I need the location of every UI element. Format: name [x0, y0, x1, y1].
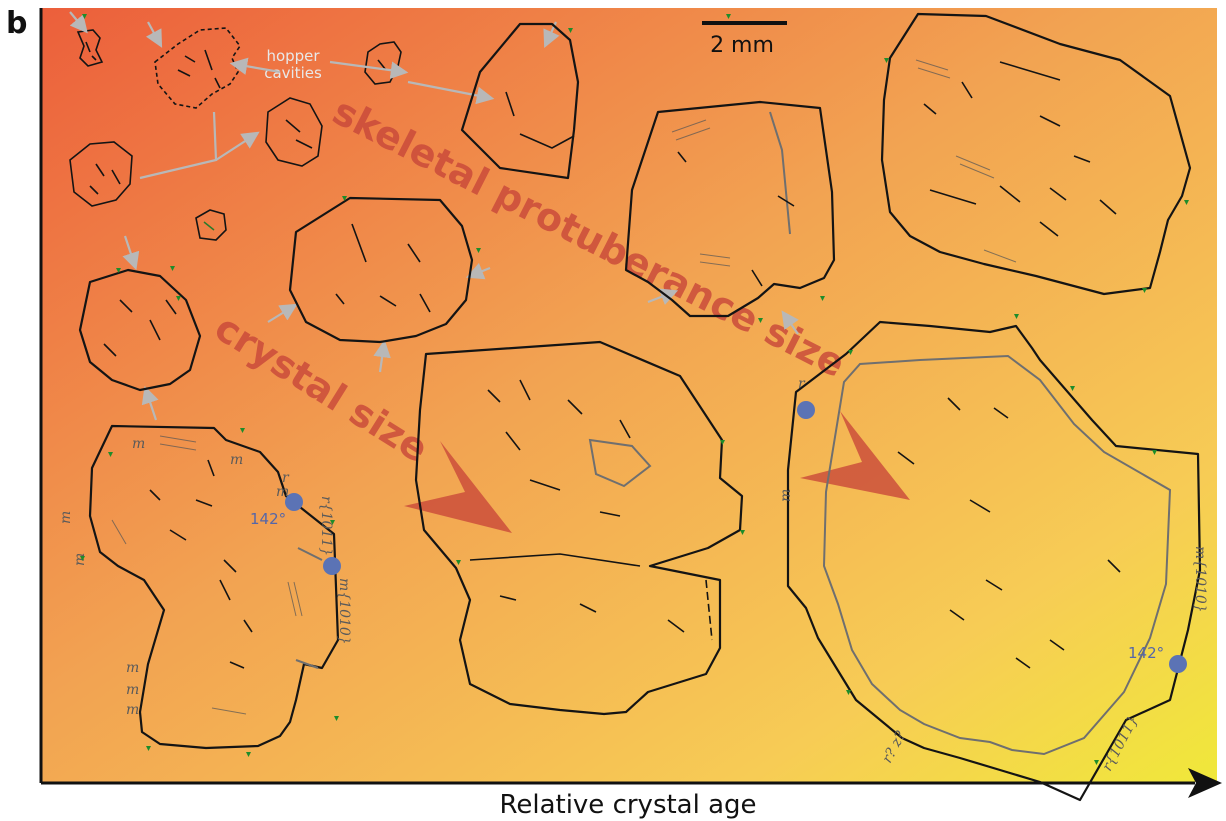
face-label-m-3: m: [276, 484, 289, 500]
angle-label-left: 142°: [250, 510, 286, 528]
panel-letter: b: [6, 6, 27, 41]
plot-background: [41, 8, 1217, 782]
face-label-r-1011-left: r{1011}: [318, 496, 334, 556]
hopper-cavities-label-line1: hopper: [266, 47, 320, 65]
scale-bar-label: 2 mm: [710, 33, 774, 58]
face-label-m-7: m: [126, 682, 139, 698]
face-label-m-5: m: [72, 553, 88, 566]
angle-label-right: 142°: [1128, 644, 1164, 662]
face-label-m-1010-right: m{1010}: [1192, 546, 1208, 613]
face-label-m-9: m: [778, 489, 794, 502]
face-label-m-1010-left: m{1010}: [336, 578, 352, 645]
hopper-cavities-label-line2: cavities: [264, 64, 322, 82]
angle-marker-left-2: [323, 557, 341, 575]
x-axis-label: Relative crystal age: [499, 790, 756, 820]
angle-marker-right-top: [797, 401, 815, 419]
face-label-m-8: m: [126, 702, 139, 718]
face-label-m-2: m: [230, 452, 243, 468]
face-label-m-6: m: [126, 660, 139, 676]
angle-marker-right: [1169, 655, 1187, 673]
face-label-m-4: m: [58, 511, 74, 524]
face-label-m-1: m: [132, 436, 145, 452]
